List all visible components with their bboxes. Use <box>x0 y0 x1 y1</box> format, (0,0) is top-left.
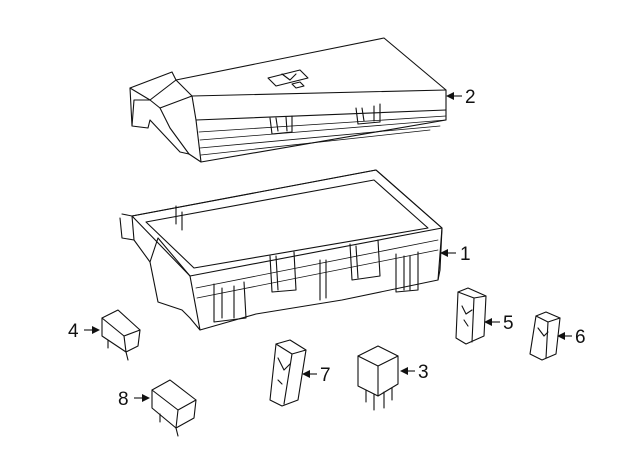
mini-fuse <box>101 309 141 361</box>
svg-text:1: 1 <box>460 244 471 265</box>
fuse-box-cover <box>129 37 447 163</box>
cube-relay <box>357 345 399 411</box>
callout-1: 1 <box>440 244 471 265</box>
micro-relay-7 <box>269 339 307 407</box>
micro-relay-5 <box>455 287 487 345</box>
callout-6: 6 <box>557 327 586 348</box>
svg-text:7: 7 <box>320 365 331 386</box>
callout-5: 5 <box>484 313 514 334</box>
callout-3: 3 <box>400 362 429 383</box>
svg-text:2: 2 <box>465 87 476 108</box>
cover-symbol-icon <box>267 69 309 89</box>
svg-text:6: 6 <box>575 327 586 348</box>
svg-text:4: 4 <box>68 321 79 342</box>
callout-4: 4 <box>68 321 100 342</box>
callout-2: 2 <box>446 87 476 108</box>
svg-text:5: 5 <box>503 313 514 334</box>
svg-text:8: 8 <box>118 389 129 410</box>
svg-text:3: 3 <box>418 362 429 383</box>
maxi-fuse <box>151 379 197 437</box>
callout-8: 8 <box>118 389 150 410</box>
micro-relay-6 <box>529 311 561 361</box>
fuse-box-housing <box>119 169 443 331</box>
callout-7: 7 <box>302 365 331 386</box>
